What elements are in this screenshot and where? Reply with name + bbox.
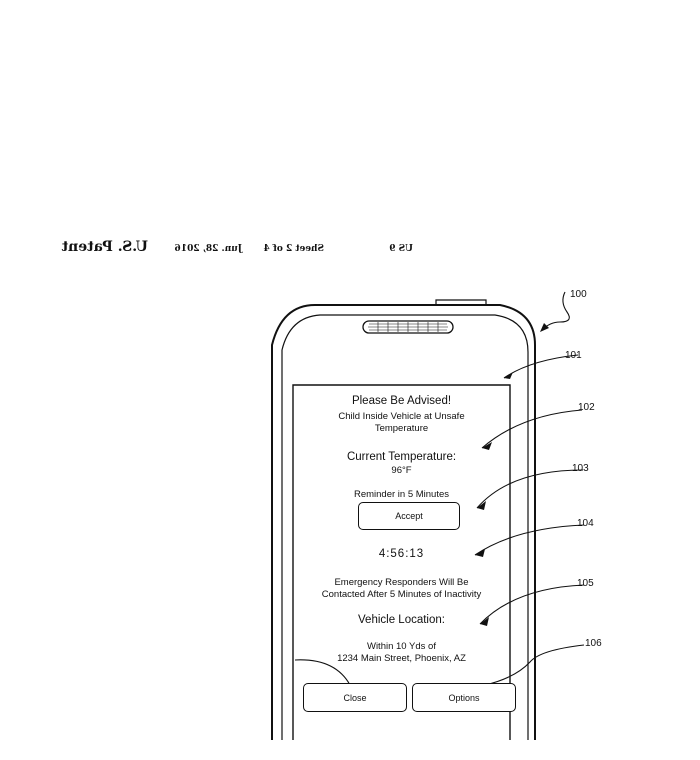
advisory-title: Please Be Advised! [293,395,510,407]
advisory-line1: Child Inside Vehicle at Unsafe [293,411,510,422]
ref-104: 104 [577,518,594,529]
ref-106: 106 [585,638,602,649]
emergency-line1: Emergency Responders Will Be [293,577,510,588]
options-button[interactable]: Options [412,683,516,712]
location-line2: 1234 Main Street, Phoenix, AZ [293,653,510,664]
temperature-label: Current Temperature: [293,451,510,463]
accept-button[interactable]: Accept [358,502,460,530]
ref-102: 102 [578,402,595,413]
location-line1: Within 10 Yds of [293,641,510,652]
ref-100: 100 [570,289,587,300]
ref-105: 105 [577,578,594,589]
emergency-line2: Contacted After 5 Minutes of Inactivity [293,589,510,600]
ref-103: 103 [572,463,589,474]
advisory-line2: Temperature [293,423,510,434]
reminder-text: Reminder in 5 Minutes [293,489,510,500]
countdown-timer: 4:56:13 [293,548,510,560]
location-label: Vehicle Location: [293,614,510,626]
ref-101: 101 [565,350,582,361]
temperature-value: 96°F [293,465,510,476]
close-button[interactable]: Close [303,683,407,712]
